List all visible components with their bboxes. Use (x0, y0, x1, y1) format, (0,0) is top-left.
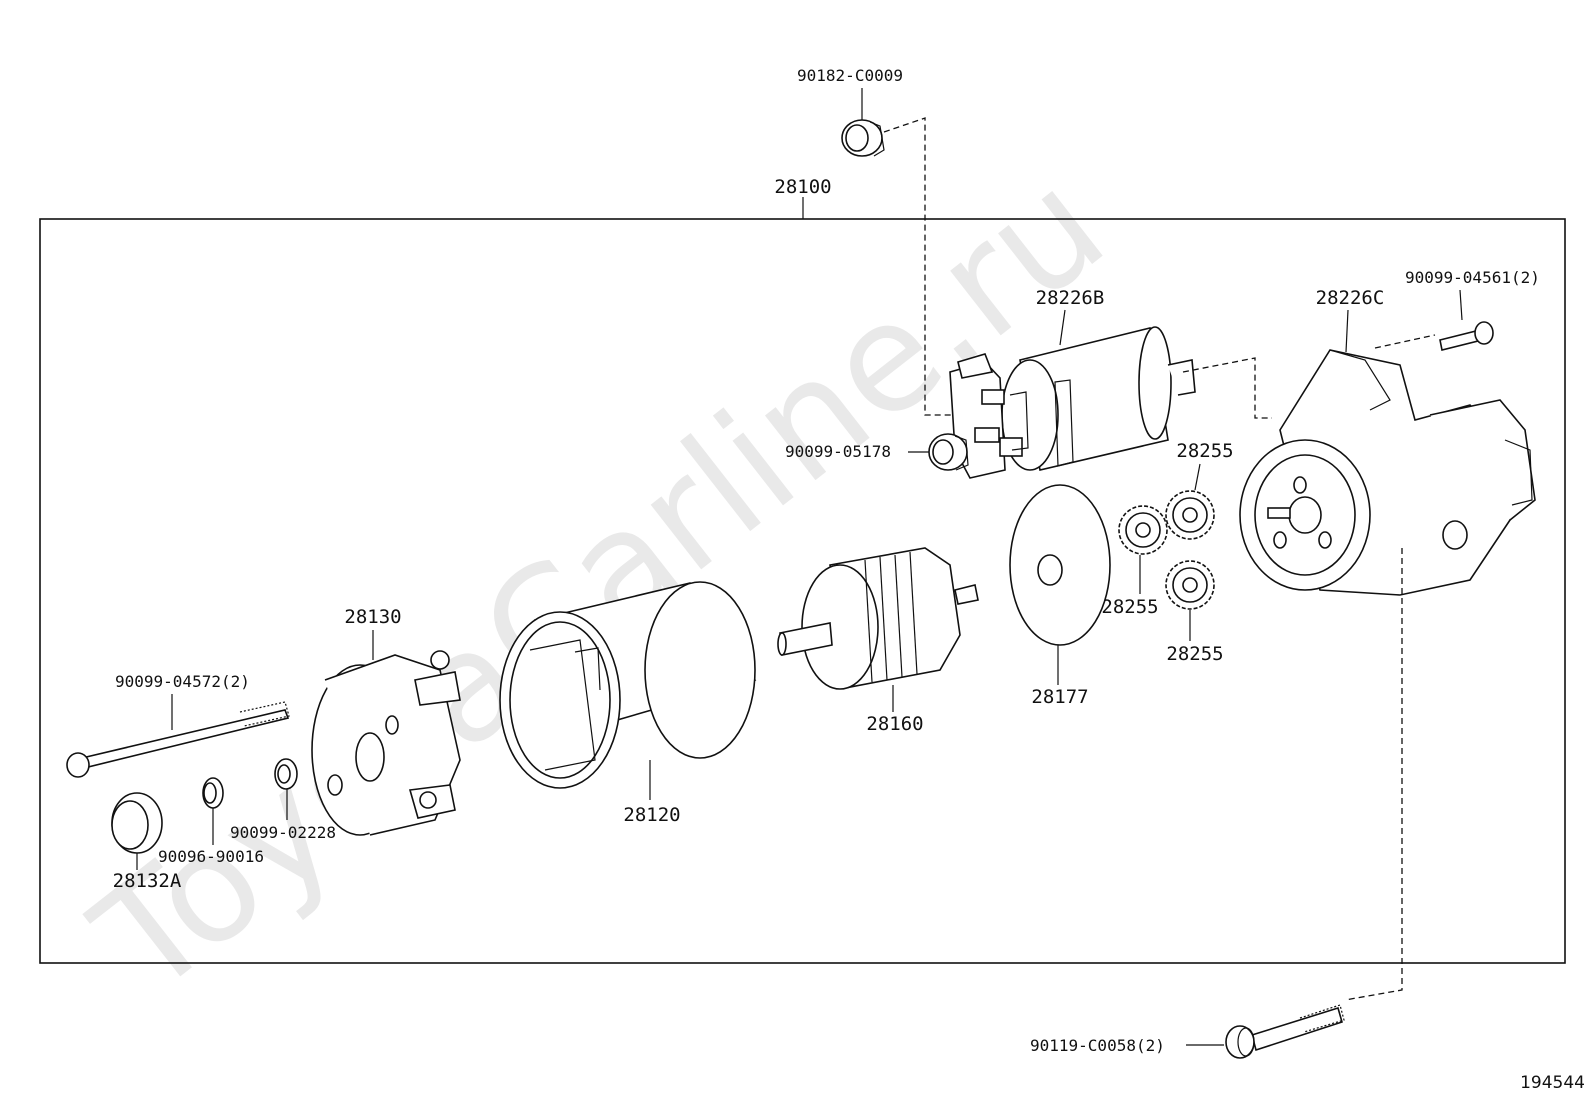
watermark: ToyotaCarline.ru (64, 139, 1135, 1029)
label-90182-C0009[interactable]: 90182-C0009 (797, 66, 903, 85)
label-90119-C0058[interactable]: 90119-C0058(2) (1030, 1036, 1165, 1055)
armature-part (777, 547, 979, 690)
nut-terminal-part (928, 433, 969, 471)
label-90099-04572[interactable]: 90099-04572(2) (115, 672, 250, 691)
planetary-gear-c (1165, 560, 1215, 610)
label-28100[interactable]: 28100 (774, 176, 831, 198)
mount-bolt-part (1225, 1004, 1345, 1059)
cap-part (111, 792, 163, 854)
drive-housing-part (1239, 349, 1536, 596)
label-28255-b[interactable]: 28255 (1101, 596, 1158, 618)
screw-housing-part (1439, 321, 1494, 351)
planetary-gear-b (1118, 505, 1168, 555)
label-90099-02228[interactable]: 90099-02228 (230, 823, 336, 842)
end-frame-part (311, 650, 461, 836)
label-28130[interactable]: 28130 (344, 606, 401, 628)
through-bolt-part (66, 701, 290, 778)
label-90099-05178[interactable]: 90099-05178 (785, 442, 891, 461)
diagram-id: 194544 (1520, 1073, 1585, 1093)
nut-top-part (841, 119, 885, 157)
label-28160[interactable]: 28160 (866, 713, 923, 735)
yoke-part (499, 581, 757, 789)
label-28226C[interactable]: 28226C (1316, 287, 1385, 309)
label-28177[interactable]: 28177 (1031, 686, 1088, 708)
plate-part (1009, 484, 1111, 646)
label-28120[interactable]: 28120 (623, 804, 680, 826)
label-28226B[interactable]: 28226B (1036, 287, 1105, 309)
label-28132A[interactable]: 28132A (113, 870, 182, 892)
planetary-gear-a (1165, 490, 1215, 540)
washer-part (274, 758, 298, 790)
solenoid-part (949, 326, 1196, 479)
label-90099-04561[interactable]: 90099-04561(2) (1405, 268, 1540, 287)
label-28255-c[interactable]: 28255 (1166, 643, 1223, 665)
o-ring-part (202, 777, 224, 809)
label-28255-a[interactable]: 28255 (1176, 440, 1233, 462)
label-90096-90016[interactable]: 90096-90016 (158, 847, 264, 866)
